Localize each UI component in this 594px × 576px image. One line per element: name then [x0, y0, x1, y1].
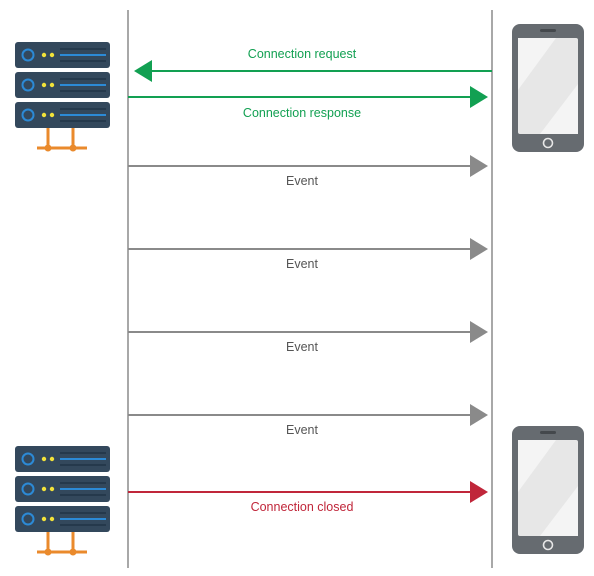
network-connector-icon — [37, 128, 87, 152]
arrow-right-icon — [470, 238, 488, 260]
server-unit — [15, 506, 110, 532]
arrow-left-icon — [134, 60, 152, 82]
arrow-right-icon — [470, 481, 488, 503]
message-event: Event — [128, 155, 488, 188]
network-connector-icon — [37, 532, 87, 556]
server-unit — [15, 42, 110, 68]
message-event: Event — [128, 321, 488, 354]
message-label: Event — [286, 257, 318, 271]
message-event: Event — [128, 238, 488, 271]
message-label: Event — [286, 340, 318, 354]
server-unit — [15, 446, 110, 472]
smartphone-icon — [512, 426, 584, 554]
message-connection-request: Connection request — [134, 47, 492, 82]
arrow-right-icon — [470, 155, 488, 177]
message-label: Event — [286, 423, 318, 437]
server-unit — [15, 72, 110, 98]
message-connection-response: Connection response — [128, 86, 488, 120]
arrow-right-icon — [470, 86, 488, 108]
arrow-right-icon — [470, 404, 488, 426]
message-event: Event — [128, 404, 488, 437]
server-unit — [15, 102, 110, 128]
message-label: Connection closed — [251, 500, 354, 514]
arrow-right-icon — [470, 321, 488, 343]
message-connection-closed: Connection closed — [128, 481, 488, 514]
smartphone-icon — [512, 24, 584, 152]
message-label: Connection request — [248, 47, 357, 61]
server-rack-icon — [15, 42, 110, 152]
server-unit — [15, 476, 110, 502]
server-rack-icon — [15, 446, 110, 556]
message-label: Event — [286, 174, 318, 188]
message-label: Connection response — [243, 106, 361, 120]
